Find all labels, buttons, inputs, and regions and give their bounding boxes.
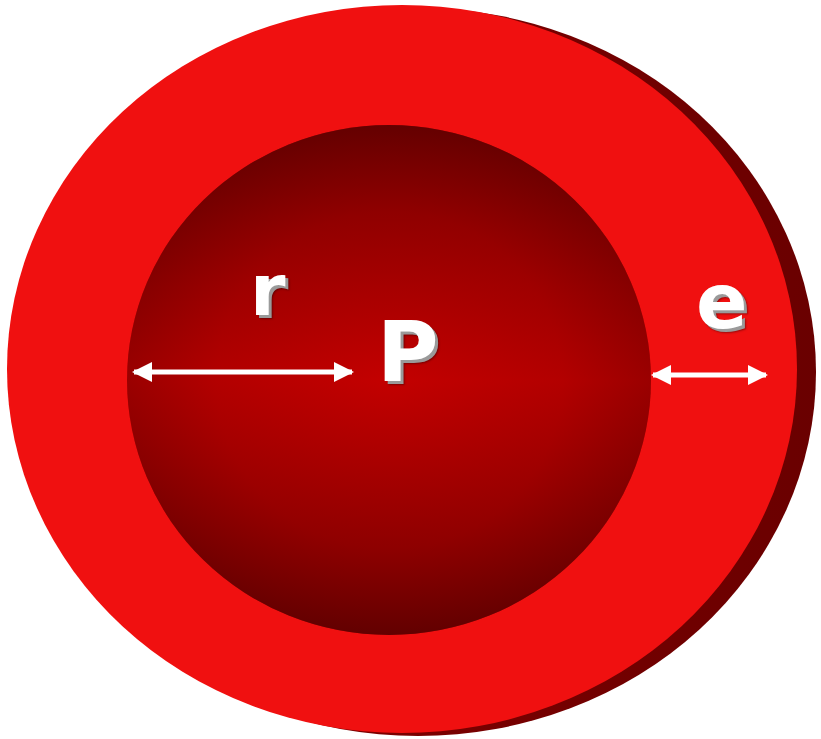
- radius-arrow: [134, 370, 352, 375]
- thickness-arrow: [653, 373, 766, 378]
- inner-hole: [127, 125, 651, 635]
- ring-face: [7, 5, 797, 733]
- point-label: P: [377, 310, 439, 394]
- radius-label: r: [250, 254, 286, 326]
- inner-hole-shade: [127, 125, 651, 635]
- thickness-label: e: [696, 264, 748, 340]
